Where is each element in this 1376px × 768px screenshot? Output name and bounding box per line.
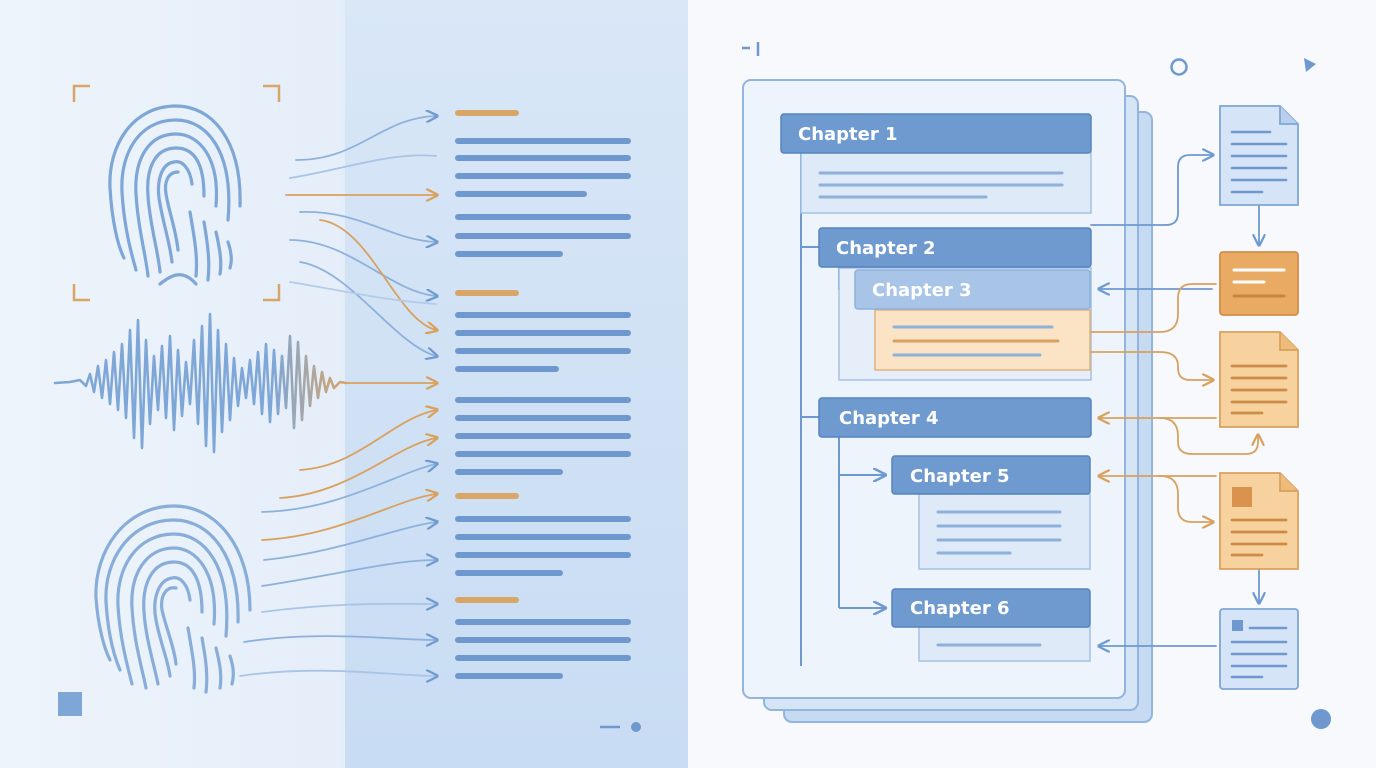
chapter-4-header[interactable] (818, 397, 1092, 438)
file-connectors (1090, 155, 1259, 646)
chapter-1-section: Chapter 1 (780, 113, 1092, 214)
chapter-6-section: Chapter 6 (891, 588, 1091, 662)
chapter-3-section: Chapter 3 (854, 269, 1091, 371)
chapter-3-label: Chapter 3 (872, 280, 972, 301)
scan-frame (72, 84, 281, 302)
chapter-5-body (918, 493, 1091, 570)
waveform-icon (53, 312, 348, 454)
chapter-6-label: Chapter 6 (910, 598, 1010, 619)
document-icon (1219, 472, 1299, 570)
chapter-4-section: Chapter 4 (818, 397, 1092, 438)
chapter-2-header[interactable] (818, 227, 1092, 268)
chapter-5-header[interactable] (891, 455, 1091, 495)
square-decoration (58, 692, 82, 716)
plus-decoration (742, 42, 760, 56)
fingerprint-icon (94, 504, 252, 694)
left-panel (0, 0, 688, 768)
chapter-1-body (800, 151, 1092, 214)
fingerprint-icon (108, 104, 242, 286)
chapter-6-header[interactable] (891, 588, 1091, 628)
chapter-4-label: Chapter 4 (839, 408, 939, 429)
right-panel: Chapter 1 Chapter 2 Chapter 3 Chapter 4 (688, 0, 1376, 768)
document-icon (1219, 105, 1299, 206)
triangle-decoration (1304, 58, 1316, 72)
chapter-1-header[interactable] (780, 113, 1092, 154)
chapter-5-label: Chapter 5 (910, 466, 1010, 487)
chapter-1-label: Chapter 1 (798, 124, 898, 145)
chapter-2-label: Chapter 2 (836, 238, 936, 259)
chapter-5-section: Chapter 5 (891, 455, 1091, 570)
document-icon (1219, 331, 1299, 428)
circle-decoration (1170, 58, 1188, 76)
text-lines (455, 110, 631, 679)
chapter-3-header[interactable] (854, 269, 1091, 310)
document-icon (1219, 251, 1299, 316)
dot-decoration (631, 722, 641, 732)
flow-lines (239, 116, 436, 676)
tree-lines (800, 152, 884, 666)
dot-decoration (1311, 709, 1331, 729)
document-icon (1219, 608, 1299, 690)
